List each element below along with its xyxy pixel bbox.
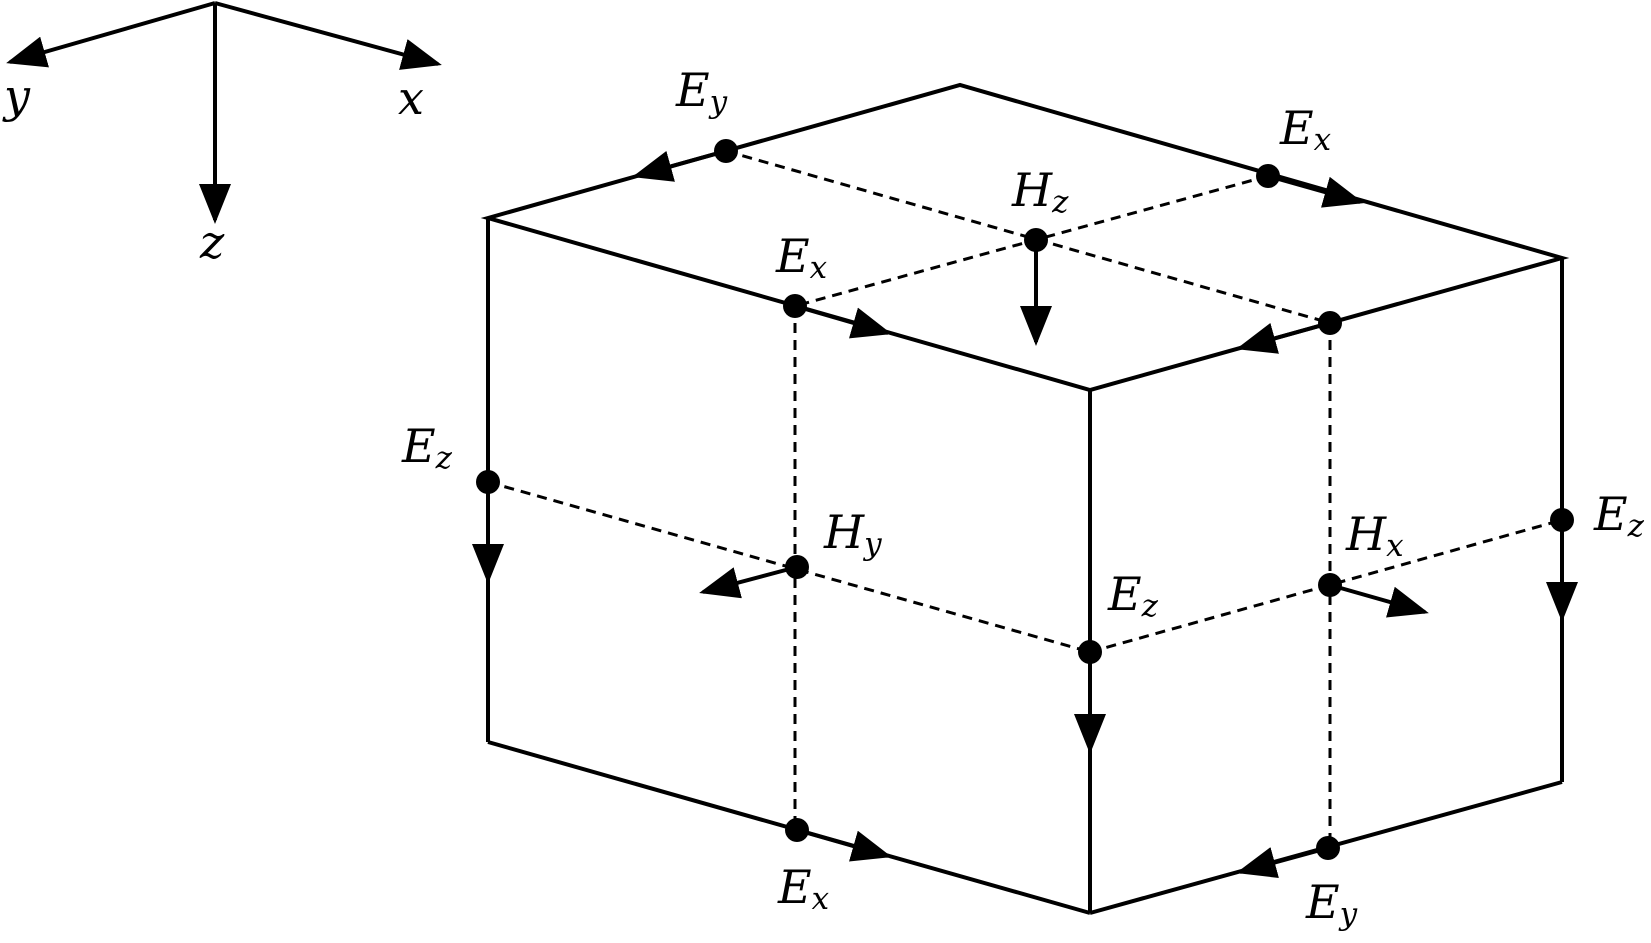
label-ez-right: Ez xyxy=(1593,487,1645,544)
point-hz xyxy=(1024,228,1048,252)
point-hx xyxy=(1318,573,1342,597)
label-ex-mid: Ex xyxy=(775,229,828,286)
label-ez-left: Ez xyxy=(401,419,453,476)
point-ez-right xyxy=(1550,508,1574,532)
point-ex-mid xyxy=(783,294,807,318)
label-hz: Hz xyxy=(1011,163,1069,220)
point-ey-bottom xyxy=(1316,836,1340,860)
ex-top-arrow xyxy=(1267,174,1364,208)
z-axis-label: z xyxy=(199,215,225,269)
x-axis-arrow xyxy=(214,1,442,70)
ey-rear-arrow xyxy=(1236,321,1331,354)
point-ey-rear xyxy=(1318,311,1342,335)
label-hx: Hx xyxy=(1345,507,1404,564)
point-ez-center xyxy=(1078,640,1102,664)
y-axis-arrow xyxy=(6,1,216,68)
ex-mid-arrow xyxy=(794,304,892,339)
point-ex-bottom xyxy=(785,818,809,842)
ey-bottom-arrow xyxy=(1236,846,1329,878)
label-ex-bottom: Ex xyxy=(777,860,830,917)
hy-arrow xyxy=(699,565,798,599)
point-ex-top xyxy=(1256,164,1280,188)
field-points xyxy=(476,139,1574,860)
dashed-field-lines xyxy=(487,149,1563,848)
x-axis-label: x xyxy=(398,71,424,125)
label-ez-center: Ez xyxy=(1107,567,1159,624)
hx-arrow xyxy=(1329,583,1429,618)
point-ez-left xyxy=(476,470,500,494)
field-arrows xyxy=(472,149,1578,878)
label-ex-top: Ex xyxy=(1279,101,1332,158)
ey-top-arrow xyxy=(632,149,727,182)
y-axis-label: y xyxy=(2,69,31,123)
coordinate-axes xyxy=(6,1,442,224)
label-ey-bottom: Ey xyxy=(1305,875,1358,932)
label-ey-top: Ey xyxy=(675,63,728,120)
label-hy: Hy xyxy=(823,505,882,562)
point-ey-top xyxy=(714,139,738,163)
point-hy xyxy=(785,555,809,579)
ex-bottom-arrow xyxy=(796,828,892,862)
